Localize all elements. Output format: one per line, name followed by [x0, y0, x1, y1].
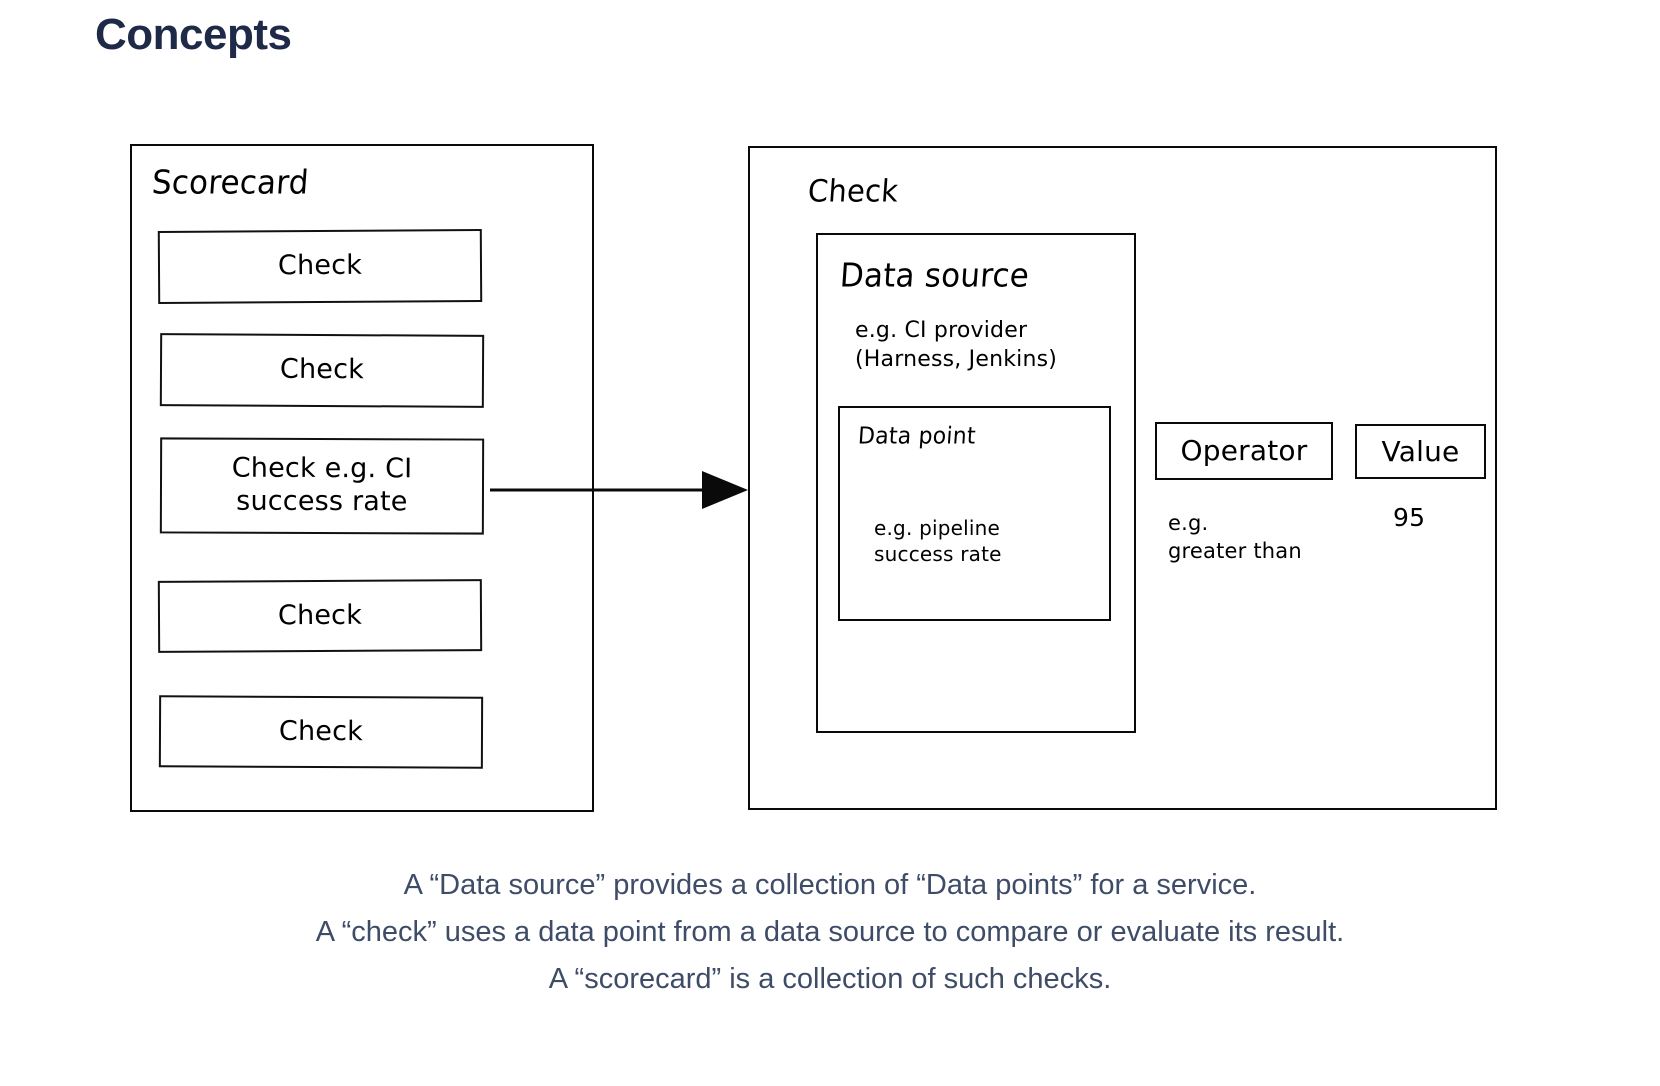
scorecard-label: Scorecard [150, 163, 310, 203]
scorecard-check-row-4[interactable]: Check [157, 579, 483, 653]
scorecard-check-row-5[interactable]: Check [158, 695, 484, 769]
operator-label: Operator [1180, 434, 1308, 467]
scorecard-check-row-4-label: Check [277, 599, 363, 631]
data-source-title: Data source [838, 256, 1031, 296]
value-box: Value [1355, 424, 1486, 479]
operator-note: e.g. greater than [1168, 511, 1302, 564]
operator-box: Operator [1155, 422, 1333, 480]
scorecard-check-row-3-label: Check e.g. CI success rate [231, 452, 413, 518]
data-point-container [838, 406, 1111, 621]
concepts-diagram: Scorecard Check Check Check e.g. CI succ… [130, 144, 1497, 812]
scorecard-label-text: Scorecard [150, 163, 310, 203]
data-point-title-text: Data point [857, 423, 977, 450]
caption-line-1: A “Data source” provides a collection of… [403, 869, 1257, 901]
caption-line-3: A “scorecard” is a collection of such ch… [548, 962, 1112, 995]
caption-block: A “Data source” provides a collection of… [0, 862, 1660, 1003]
check-label-text: Check [806, 172, 900, 209]
page-title: Concepts [95, 10, 292, 59]
data-source-note: e.g. CI provider (Harness, Jenkins) [855, 318, 1058, 372]
data-source-title-text: Data source [838, 256, 1031, 296]
value-note: 95 [1393, 503, 1426, 532]
check-label: Check [806, 172, 900, 209]
data-point-title: Data point [857, 423, 977, 450]
scorecard-check-row-1-label: Check [277, 249, 363, 282]
scorecard-check-row-5-label: Check [278, 715, 364, 747]
scorecard-check-row-2[interactable]: Check [159, 333, 485, 408]
caption-line-2: A “check” uses a data point from a data … [315, 915, 1345, 948]
data-point-note: e.g. pipeline success rate [874, 516, 1002, 567]
value-label: Value [1381, 434, 1460, 468]
scorecard-check-row-1[interactable]: Check [157, 229, 483, 304]
arrow-right-icon [490, 471, 748, 509]
scorecard-check-row-2-label: Check [279, 353, 365, 386]
scorecard-check-row-3-ci-success-rate[interactable]: Check e.g. CI success rate [159, 437, 485, 535]
